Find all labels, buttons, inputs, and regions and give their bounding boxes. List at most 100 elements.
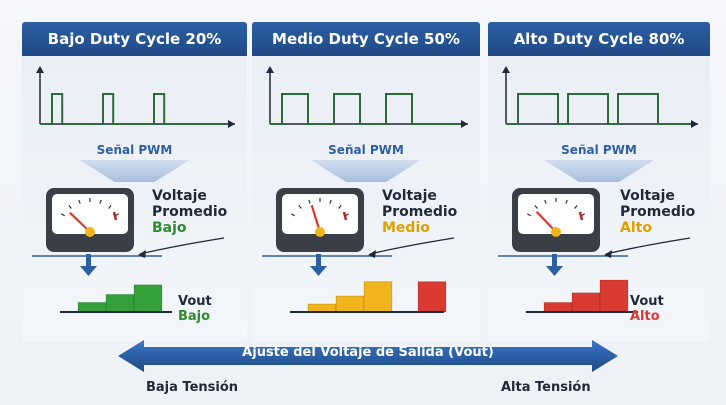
funnel-shape (311, 160, 421, 182)
down-arrow-shaft (316, 254, 321, 268)
voltmeter-gauge (498, 188, 691, 258)
voltage-label-line1: Voltaje (382, 188, 437, 204)
pwm-signal-chart (502, 66, 698, 128)
curved-arrow-icon (605, 237, 691, 255)
vout-bar (105, 293, 135, 313)
voltage-level: Medio (382, 220, 430, 236)
gauge-tick (60, 213, 65, 217)
vout-level: Bajo (178, 309, 211, 324)
arrowhead-icon (604, 250, 612, 258)
gauge-tick (99, 199, 102, 204)
vout-bar (77, 301, 107, 313)
vout-level: Alto (630, 309, 660, 324)
axis-arrowhead-icon (461, 120, 468, 128)
axis-arrowhead-icon (228, 120, 235, 128)
average-voltage-label: Voltaje Promedio Alto (620, 188, 695, 236)
gauge-tick (574, 204, 578, 209)
funnel-shape (79, 160, 190, 182)
panel-title: Medio Duty Cycle 50% (252, 22, 480, 56)
gauge-face (282, 194, 358, 234)
vout-bars (60, 254, 172, 313)
down-arrow-icon (310, 266, 327, 276)
vout-text: Vout (178, 294, 212, 309)
voltage-label-line2: Promedio (382, 204, 458, 220)
pwm-waveform (506, 93, 690, 125)
vout-bar (133, 284, 163, 313)
gauge-tick (290, 213, 295, 217)
vout-bar (335, 295, 365, 313)
average-voltage-label: Voltaje Promedio Medio (382, 188, 457, 236)
arrowhead-icon (368, 250, 376, 258)
vout-text: Vout (630, 294, 664, 309)
axis-arrowhead-icon (36, 66, 44, 73)
voltage-level: Bajo (152, 220, 187, 236)
voltmeter-gauge (262, 188, 455, 258)
funnel-arrow (544, 160, 654, 182)
gauge-tick (329, 199, 332, 204)
gauge-pivot (85, 227, 95, 237)
pwm-signal-chart (36, 66, 235, 128)
gauge-mark (112, 211, 118, 221)
gauge-pivot (315, 227, 325, 237)
gauge-tick (308, 199, 311, 204)
panel-medium: Medio Duty Cycle 50% Señal PWM Voltaje P… (252, 22, 480, 342)
gauge-pivot (551, 227, 561, 237)
pwm-waveform (270, 93, 460, 125)
voltage-label-line1: Voltaje (620, 188, 675, 204)
vout-bar (571, 292, 601, 313)
voltage-label-line2: Promedio (620, 204, 696, 220)
double-arrow-icon (118, 340, 618, 372)
gauge-tick (298, 204, 302, 209)
gauge-tick (338, 204, 342, 209)
vout-bar (599, 279, 629, 313)
vout-label: Vout Alto (630, 294, 664, 324)
vout-bars (290, 254, 447, 313)
gauge-mark (342, 211, 348, 221)
low-voltage-label: Baja Tensión (146, 380, 239, 395)
vout-label: Vout Bajo (178, 294, 212, 324)
pwm-signal-label: Señal PWM (328, 143, 404, 157)
gauge-tick (565, 199, 568, 204)
vout-bar (417, 281, 447, 313)
gauge-face (52, 194, 128, 234)
arrowhead-icon (138, 250, 146, 258)
pwm-signal-label: Señal PWM (561, 143, 637, 157)
pwm-signal-chart (266, 66, 468, 128)
axis-arrowhead-icon (502, 66, 510, 73)
voltage-label-line2: Promedio (152, 204, 228, 220)
panel-low: Bajo Duty Cycle 20% Señal PWM Voltaje Pr… (22, 22, 247, 342)
vout-bar (307, 303, 337, 313)
voltmeter-gauge (32, 188, 225, 258)
gauge-tick (526, 213, 531, 217)
gauge-tick (534, 204, 538, 209)
down-arrow-icon (546, 266, 563, 276)
panel-title: Bajo Duty Cycle 20% (22, 22, 247, 56)
vout-bar (363, 281, 393, 313)
gauge-tick (108, 204, 112, 209)
voltage-level: Alto (620, 220, 652, 236)
down-arrow-icon (80, 266, 97, 276)
pwm-waveform (40, 93, 227, 125)
panel-title: Alto Duty Cycle 80% (488, 22, 710, 56)
vout-bar (543, 301, 573, 313)
curved-arrow-icon (139, 237, 225, 255)
gauge-mark (578, 211, 584, 221)
curved-arrow-icon (369, 237, 455, 255)
gauge-tick (544, 199, 547, 204)
axis-title: Ajuste del Voltaje de Salida (Vout) (242, 345, 494, 360)
funnel-arrow (79, 160, 190, 182)
funnel-arrow (311, 160, 421, 182)
vout-bars (526, 254, 638, 313)
panel-high: Alto Duty Cycle 80% Señal PWM Voltaje Pr… (488, 22, 710, 342)
voltage-label-line1: Voltaje (152, 188, 207, 204)
gauge-tick (78, 199, 81, 204)
pwm-signal-label: Señal PWM (96, 143, 173, 157)
gauge-face (518, 194, 594, 234)
axis-arrowhead-icon (691, 120, 698, 128)
down-arrow-shaft (552, 254, 557, 268)
axis-arrowhead-icon (266, 66, 274, 73)
down-arrow-shaft (86, 254, 91, 268)
high-voltage-label: Alta Tensión (501, 380, 591, 395)
funnel-shape (544, 160, 654, 182)
